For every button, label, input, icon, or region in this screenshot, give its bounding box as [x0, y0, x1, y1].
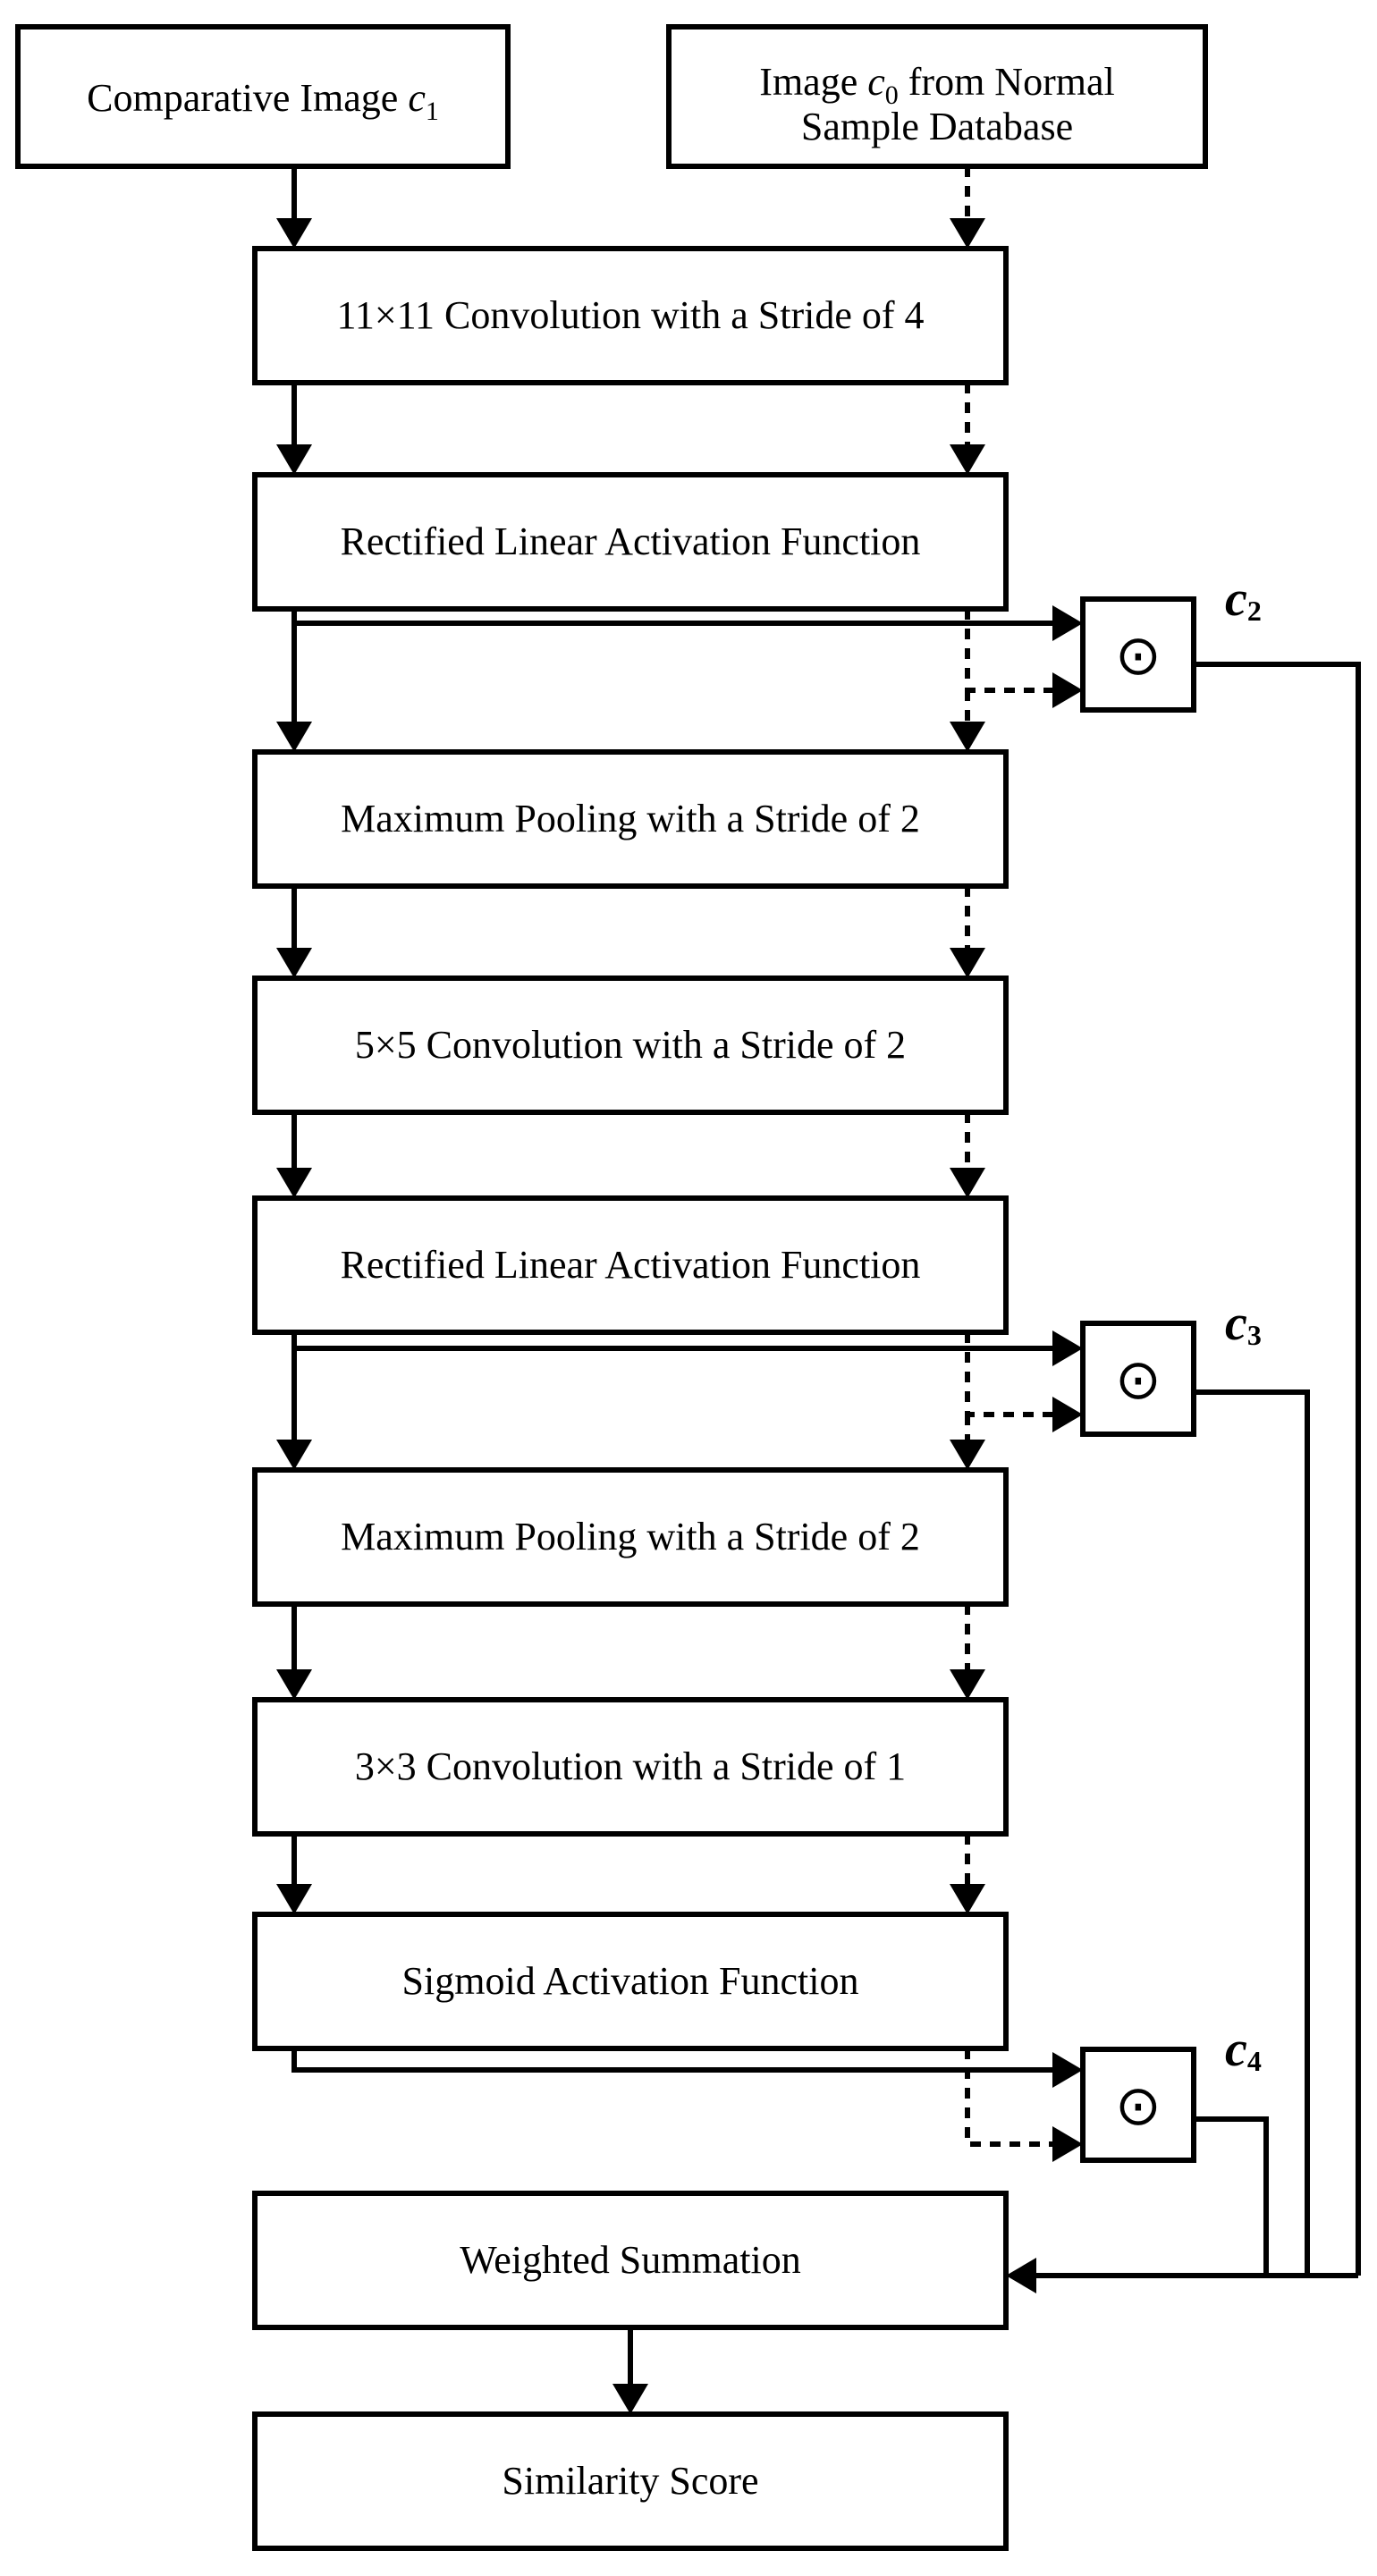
odot-icon: ⊙: [1115, 1347, 1162, 1412]
input-right-prefix: Image: [759, 60, 867, 104]
step-label-2: Rectified Linear Activation Function: [341, 519, 921, 563]
input-right-suffix: from Normal: [899, 60, 1115, 104]
branch-dashed-head-3: [1052, 2126, 1083, 2162]
multiplier-1-var: c: [1225, 571, 1247, 627]
step-label-8: Sigmoid Activation Function: [402, 1959, 859, 2003]
summation-label: Weighted Summation: [460, 2238, 800, 2282]
odot-icon: ⊙: [1115, 2073, 1162, 2138]
arrow-left-after-mult-2-head: [276, 1440, 312, 1470]
branch-solid-head-1: [1052, 605, 1083, 641]
input-right-var: c: [867, 60, 885, 104]
branch-solid-3: [291, 2048, 1054, 2073]
odot-icon: ⊙: [1115, 622, 1162, 688]
multiplier-box-2: ⊙ c3: [1080, 1296, 1262, 1437]
step-box-2: Rectified Linear Activation Function: [252, 472, 1009, 612]
mult-output-2: [1194, 1389, 1310, 2276]
branch-dashed-3: [965, 2048, 1054, 2147]
input-right-sub: 0: [885, 80, 899, 110]
step-box-3: Maximum Pooling with a Stride of 2: [252, 749, 1009, 889]
multiplier-3-sub: 4: [1247, 2045, 1262, 2077]
svg-text:c3: c3: [1225, 1296, 1262, 1351]
input-normal-sample-image: Image c0 from Normal Sample Database: [666, 24, 1208, 169]
arrow-summation-output-head: [612, 2384, 648, 2414]
branch-dashed-head-1: [1052, 672, 1083, 708]
step-box-1: 11×11 Convolution with a Stride of 4: [252, 246, 1009, 385]
input-right-line2: Sample Database: [801, 105, 1073, 148]
step-label-5: Rectified Linear Activation Function: [341, 1243, 921, 1287]
similarity-score-box: Similarity Score: [252, 2411, 1009, 2551]
svg-text:c2: c2: [1225, 571, 1262, 627]
mult-output-1: [1194, 662, 1361, 2276]
multiplier-2-var: c: [1225, 1296, 1247, 1351]
step-box-5: Rectified Linear Activation Function: [252, 1195, 1009, 1335]
branch-dashed-2: [965, 1332, 1054, 1417]
arrow-right-6-head: [950, 1669, 985, 1700]
step-label-3: Maximum Pooling with a Stride of 2: [341, 797, 920, 840]
arrow-left-after-mult-1-head: [276, 722, 312, 752]
branch-solid-head-2: [1052, 1330, 1083, 1366]
step-box-4: 5×5 Convolution with a Stride of 2: [252, 976, 1009, 1115]
step-label-4: 5×5 Convolution with a Stride of 2: [355, 1023, 906, 1067]
arrow-right-7-head: [950, 1884, 985, 1914]
step-label-7: 3×3 Convolution with a Stride of 1: [355, 1744, 906, 1788]
output-label: Similarity Score: [502, 2459, 758, 2503]
arrow-input-left-head: [276, 218, 312, 249]
arrow-left-4-head: [276, 1168, 312, 1198]
mult-output-3: [1194, 2116, 1269, 2276]
weighted-summation-box: Weighted Summation: [252, 2191, 1009, 2330]
arrow-left-6-head: [276, 1669, 312, 1700]
step-label-6: Maximum Pooling with a Stride of 2: [341, 1515, 920, 1558]
arrow-right-1-head: [950, 444, 985, 475]
input-left-sub: 1: [426, 97, 439, 126]
multiplier-3-var: c: [1225, 2022, 1247, 2077]
input-left-text: Comparative Image: [87, 76, 408, 120]
arrow-right-4-head: [950, 1168, 985, 1198]
branch-dashed-head-2: [1052, 1397, 1083, 1432]
step-box-8: Sigmoid Activation Function: [252, 1912, 1009, 2051]
multiplier-1-sub: 2: [1247, 595, 1262, 627]
multiplier-2-sub: 3: [1247, 1319, 1262, 1351]
multiplier-box-1: ⊙ c2: [1080, 571, 1262, 713]
arrow-left-1-head: [276, 444, 312, 475]
step-label-1: 11×11 Convolution with a Stride of 4: [336, 293, 924, 337]
arrow-left-3-head: [276, 948, 312, 978]
input-left-var: c: [408, 76, 426, 120]
svg-text:Image c0 from Normal: Image c0 from Normal: [759, 60, 1114, 110]
svg-text:c4: c4: [1225, 2022, 1262, 2077]
input-comparative-image: Comparative Image c1: [15, 24, 511, 169]
svg-text:Comparative Image c1: Comparative Image c1: [87, 76, 439, 126]
arrow-right-after-mult-1-head: [950, 722, 985, 752]
multiplier-box-3: ⊙ c4: [1080, 2022, 1262, 2163]
arrow-right-3-head: [950, 948, 985, 978]
step-box-6: Maximum Pooling with a Stride of 2: [252, 1467, 1009, 1607]
arrow-input-right-head: [950, 218, 985, 249]
arrow-right-after-mult-2-head: [950, 1440, 985, 1470]
arrow-left-7-head: [276, 1884, 312, 1914]
step-box-7: 3×3 Convolution with a Stride of 1: [252, 1697, 1009, 1837]
connectors: [276, 166, 1361, 2414]
summation-input-head: [1006, 2258, 1036, 2293]
branch-solid-head-3: [1052, 2052, 1083, 2088]
